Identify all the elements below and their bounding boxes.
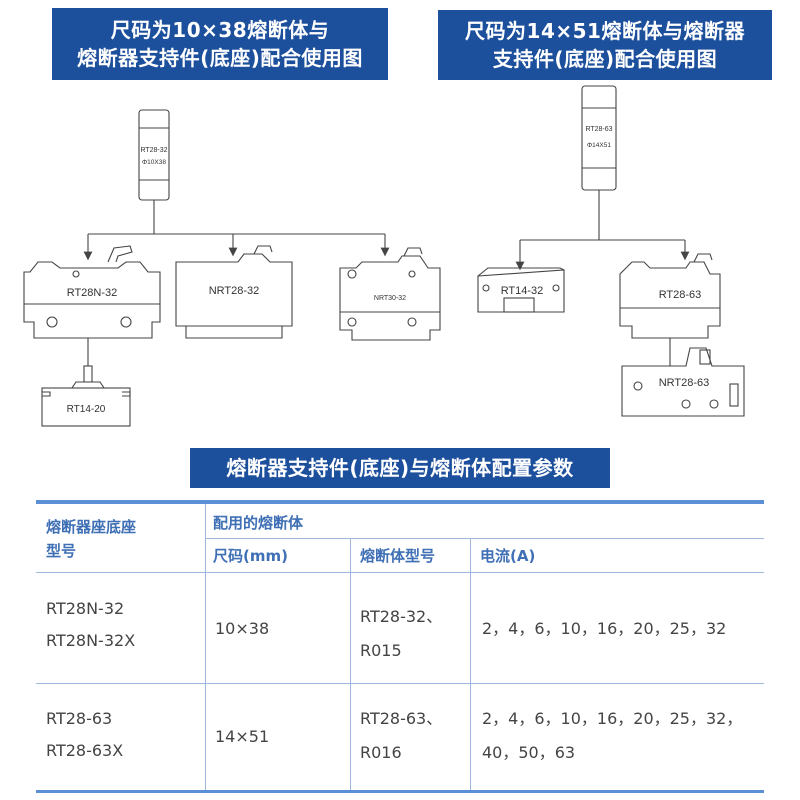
holder-nrt2832-label: NRT28-32 <box>209 285 260 297</box>
row1-holder-line1: RT28N-32 <box>46 599 125 618</box>
header-size: 尺码(mm) <box>213 547 288 565</box>
header-bottom-line <box>36 572 764 573</box>
fuse-left-model-label: RT28-32 <box>140 147 167 154</box>
holder-rt1420-drawing <box>41 365 131 427</box>
title-left-line1: 尺码为10×38熔断体与 <box>110 18 330 42</box>
row1-fuse-line2: R015 <box>360 641 402 660</box>
fuse-left-size-label: Φ10X38 <box>142 159 166 166</box>
header-group-fuse: 配用的熔断体 <box>213 514 304 532</box>
holder-nrt3032-label: NRT30-32 <box>374 295 406 302</box>
row1-fuse-line1: RT28-32、 <box>360 607 443 626</box>
fuse-right-model-label: RT28-63 <box>585 126 612 133</box>
header-holder-line2: 型号 <box>46 542 77 560</box>
holder-nrt3032-drawing <box>339 247 441 341</box>
holder-rt28n32-drawing <box>23 245 161 339</box>
holder-rt1432-drawing <box>477 267 565 313</box>
row2-fuse-line2: R016 <box>360 743 402 762</box>
fuse-left-drawing <box>138 109 170 201</box>
row2-holder-line2: RT28-63X <box>46 741 124 760</box>
table-bottom-rule <box>36 790 764 793</box>
row2-size: 14×51 <box>215 727 270 746</box>
table-top-rule <box>36 500 764 504</box>
row2-holder-line1: RT28-63 <box>46 709 113 728</box>
header-current: 电流(A) <box>480 547 536 565</box>
holder-nrt2832-drawing <box>175 245 293 339</box>
fuse-holder-diagram: RT28-32 Φ10X38 RT28N-32 NRT28-32 NRT30-3… <box>23 85 745 427</box>
col-divider-2 <box>350 538 351 790</box>
table-title: 熔断器支持件(底座)与熔断体配置参数 <box>190 448 610 488</box>
holder-rt2863-drawing <box>619 253 721 339</box>
row1-current: 2，4，6，10，16，20，25，32 <box>482 619 727 638</box>
row2-current-line2: 40，50，63 <box>482 743 576 762</box>
row-divider <box>36 683 764 684</box>
fuse-right-drawing <box>581 85 617 191</box>
col-divider-1 <box>205 504 206 790</box>
row2-current-line1: 2，4，6，10，16，20，25，32， <box>482 709 743 728</box>
header-fuse-model: 熔断体型号 <box>360 547 436 565</box>
holder-rt1432-label: RT14-32 <box>501 285 544 297</box>
row1-size: 10×38 <box>215 619 270 638</box>
holder-nrt2863-label: NRT28-63 <box>659 377 710 389</box>
title-left-line2: 熔断器支持件(底座)配合使用图 <box>77 46 363 70</box>
holder-rt2863-label: RT28-63 <box>659 289 702 301</box>
title-right: 尺码为14×51熔断体与熔断器 支持件(底座)配合使用图 <box>438 10 772 80</box>
row1-holder-line2: RT28N-32X <box>46 631 136 650</box>
header-holder-line1: 熔断器座底座 <box>46 518 137 536</box>
col-divider-3 <box>470 538 471 790</box>
title-right-line1: 尺码为14×51熔断体与熔断器 <box>465 19 745 43</box>
header-divider <box>205 538 764 539</box>
title-left: 尺码为10×38熔断体与 熔断器支持件(底座)配合使用图 <box>52 8 388 80</box>
holder-rt1420-label: RT14-20 <box>67 404 106 415</box>
title-right-line2: 支持件(底座)配合使用图 <box>492 47 718 71</box>
holder-nrt2863-drawing <box>621 347 745 417</box>
holder-rt28n32-label: RT28N-32 <box>67 287 118 299</box>
row2-fuse-line1: RT28-63、 <box>360 709 443 728</box>
fuse-right-size-label: Φ14X51 <box>587 142 611 149</box>
